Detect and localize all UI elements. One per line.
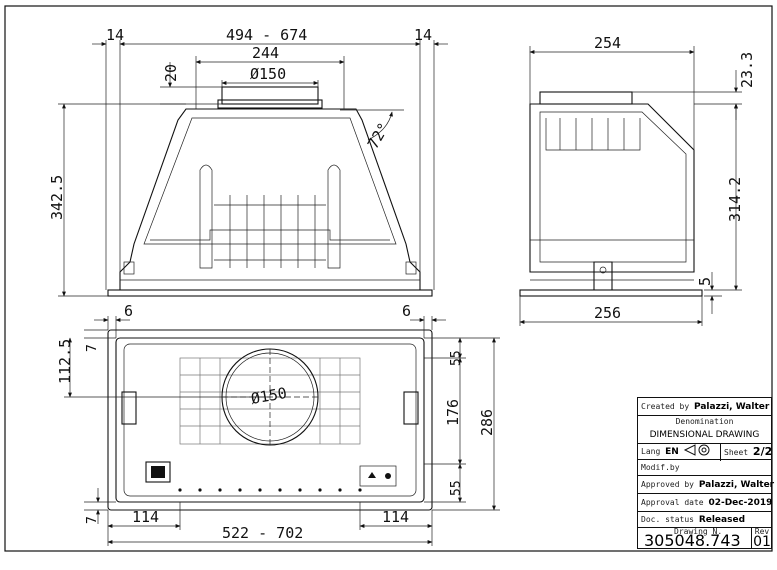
sheet-label: Sheet [724,448,749,457]
dim-front-side-left: 14 [106,26,124,44]
dim-side-top-offset: 23.3 [738,52,756,88]
side-view-dimensions: 254 23.3 314.2 5 256 [519,34,756,326]
dim-plan-inner-depth: 176 [444,399,462,426]
approval-date-label: Approval date [641,498,704,507]
dim-front-angle: 72° [364,120,393,152]
dim-front-width: 494 - 674 [226,26,307,44]
denomination-label: Denomination [675,417,734,426]
denomination-row: Denomination DIMENSIONAL DRAWING [638,416,771,444]
side-view [519,91,703,297]
dim-side-height: 314.2 [726,177,744,222]
plan-view-dimensions: 6 6 7 112.5 Ø150 55 176 55 286 7 114 [56,302,500,546]
approved-by: Palazzi, Walter [698,480,775,490]
dim-plan-half-depth: 112.5 [56,339,74,384]
dim-side-flange: 5 [696,277,714,286]
modif-row: Modif.by [638,460,771,476]
dim-plan-bottom-margin: 7 [85,516,100,524]
rev: 01 [753,534,771,550]
dim-plan-right-offset: 6 [402,302,411,320]
modif-label: Modif.by [641,463,680,472]
denomination: DIMENSIONAL DRAWING [649,430,760,440]
dim-plan-right-width: 114 [382,508,409,526]
status-row: Doc. status Released [638,512,771,528]
front-view-dimensions: 14 494 - 674 14 244 Ø150 20 342.5 72° [48,26,448,297]
status: Released [698,515,746,525]
dim-plan-top-gap: 55 [449,350,464,366]
dim-front-top-width: 244 [252,44,279,62]
approval-date: 02-Dec-2019 [708,498,773,508]
dim-plan-total-depth: 286 [478,409,496,436]
rev-label: Rev [754,527,770,536]
drawing-number: 305048.743 [644,531,741,550]
lang: EN [665,447,679,457]
dim-side-depth: 254 [594,34,621,52]
approved-row: Approved by Palazzi, Walter [638,476,775,494]
dim-plan-overall-width: 522 - 702 [222,524,303,542]
lang-row: Lang EN Sheet 2/2 [638,444,773,461]
dim-front-duct: Ø150 [250,65,286,83]
third-angle-projection-icon [683,444,710,456]
approval-date-row: Approval date 02-Dec-2019 [638,494,773,512]
dim-front-side-right: 14 [414,26,432,44]
power-socket-icon [145,461,171,483]
created-by: Palazzi, Walter [694,402,770,412]
created-label: Created by [641,402,690,411]
drawing-row: Drawing N. 305048.743 Rev 01 [638,527,771,550]
front-view [107,86,433,297]
dim-front-height: 342.5 [48,175,66,220]
created-row: Created by Palazzi, Walter [638,398,771,416]
lang-label: Lang [641,447,661,456]
sheet: 2/2 [752,445,773,458]
dim-plan-duct: Ø150 [250,384,289,408]
drawing-frame [4,5,773,552]
status-label: Doc. status [641,515,694,524]
dim-side-base-depth: 256 [594,304,621,322]
drawing-label: Drawing N. [674,527,723,536]
dim-plan-top-margin: 7 [85,344,100,352]
dim-plan-left-width: 114 [132,508,159,526]
dim-plan-left-offset: 6 [124,302,133,320]
plan-view [107,329,433,511]
dim-plan-bottom-gap: 55 [449,480,464,496]
dim-front-top-offset: 20 [162,64,180,82]
title-block: Created by Palazzi, Walter Denomination … [637,397,775,550]
approved-label: Approved by [641,480,694,489]
